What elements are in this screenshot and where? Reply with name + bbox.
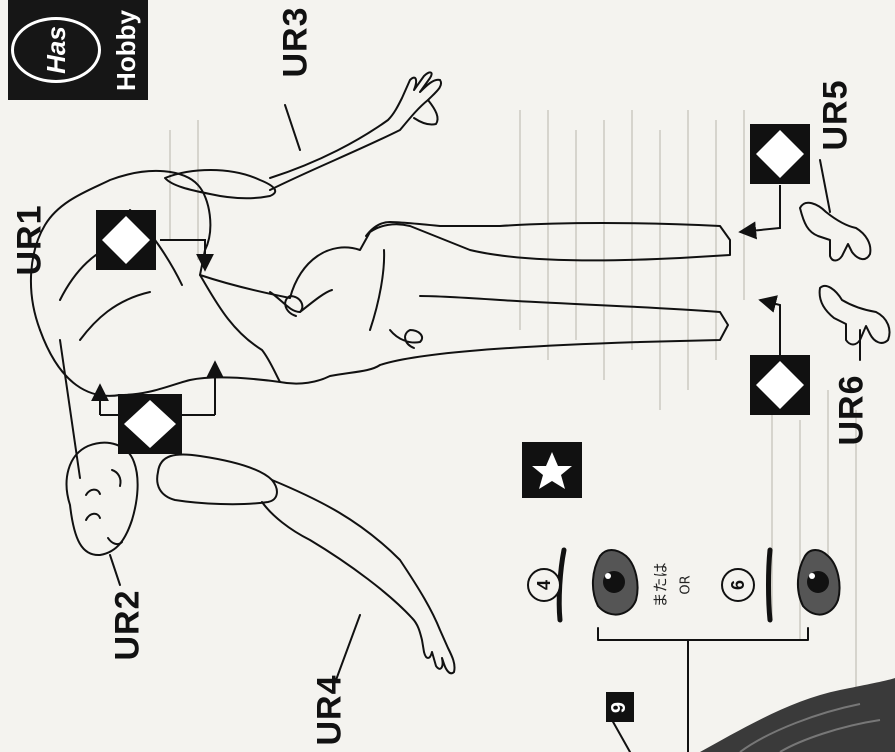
step-number-badge: 9 <box>606 692 634 722</box>
eye-option-6: 6 <box>721 568 755 602</box>
hair-illustration <box>700 678 895 752</box>
diamond-glue-icon <box>118 394 182 454</box>
star-icon <box>522 442 582 498</box>
diamond-glue-icon <box>750 124 810 184</box>
diamond-glue-icon <box>750 355 810 415</box>
eye-option-4: 4 <box>527 568 561 602</box>
or-label-jp: または <box>650 562 671 607</box>
diamond-glue-icon <box>96 210 156 270</box>
part-label-ur3: UR3 <box>277 6 316 77</box>
part-label-ur4: UR4 <box>311 674 350 745</box>
step-number: 9 <box>609 701 632 712</box>
part-label-ur1: UR1 <box>11 204 50 275</box>
or-label-en: OR <box>679 575 694 594</box>
part-label-ur6: UR6 <box>833 374 872 445</box>
part-label-ur5: UR5 <box>817 79 856 150</box>
part-label-ur2: UR2 <box>109 589 148 660</box>
